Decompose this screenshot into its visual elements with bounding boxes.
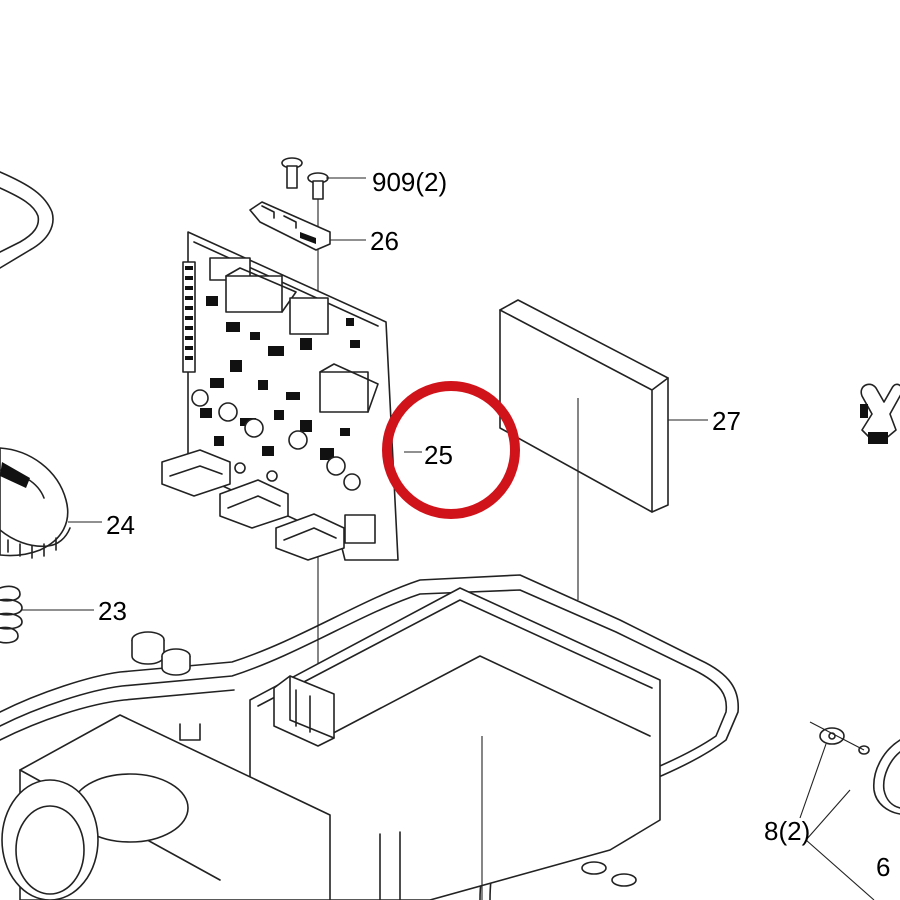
housing-part — [0, 574, 740, 900]
callout-6: 6 — [876, 852, 890, 882]
clip-part — [860, 383, 900, 444]
knob-part-24 — [0, 447, 71, 559]
seal-part-6 — [805, 739, 900, 900]
pad-part-27 — [499, 299, 669, 600]
callout-27: 27 — [712, 406, 741, 436]
callout-23: 23 — [98, 596, 127, 626]
callout-26: 26 — [370, 226, 399, 256]
callout-8: 8(2) — [764, 816, 810, 846]
washer-part-8 — [799, 721, 870, 819]
circuit-board-part-25 — [161, 231, 399, 561]
spring-part-23 — [0, 585, 23, 644]
callout-25: 25 — [424, 440, 453, 470]
callout-24: 24 — [106, 510, 135, 540]
leader-lines — [22, 177, 708, 611]
bracket-part-26 — [249, 201, 331, 251]
highlight-circle — [382, 381, 520, 519]
handle-part — [0, 171, 54, 269]
callout-909: 909(2) — [372, 167, 447, 197]
